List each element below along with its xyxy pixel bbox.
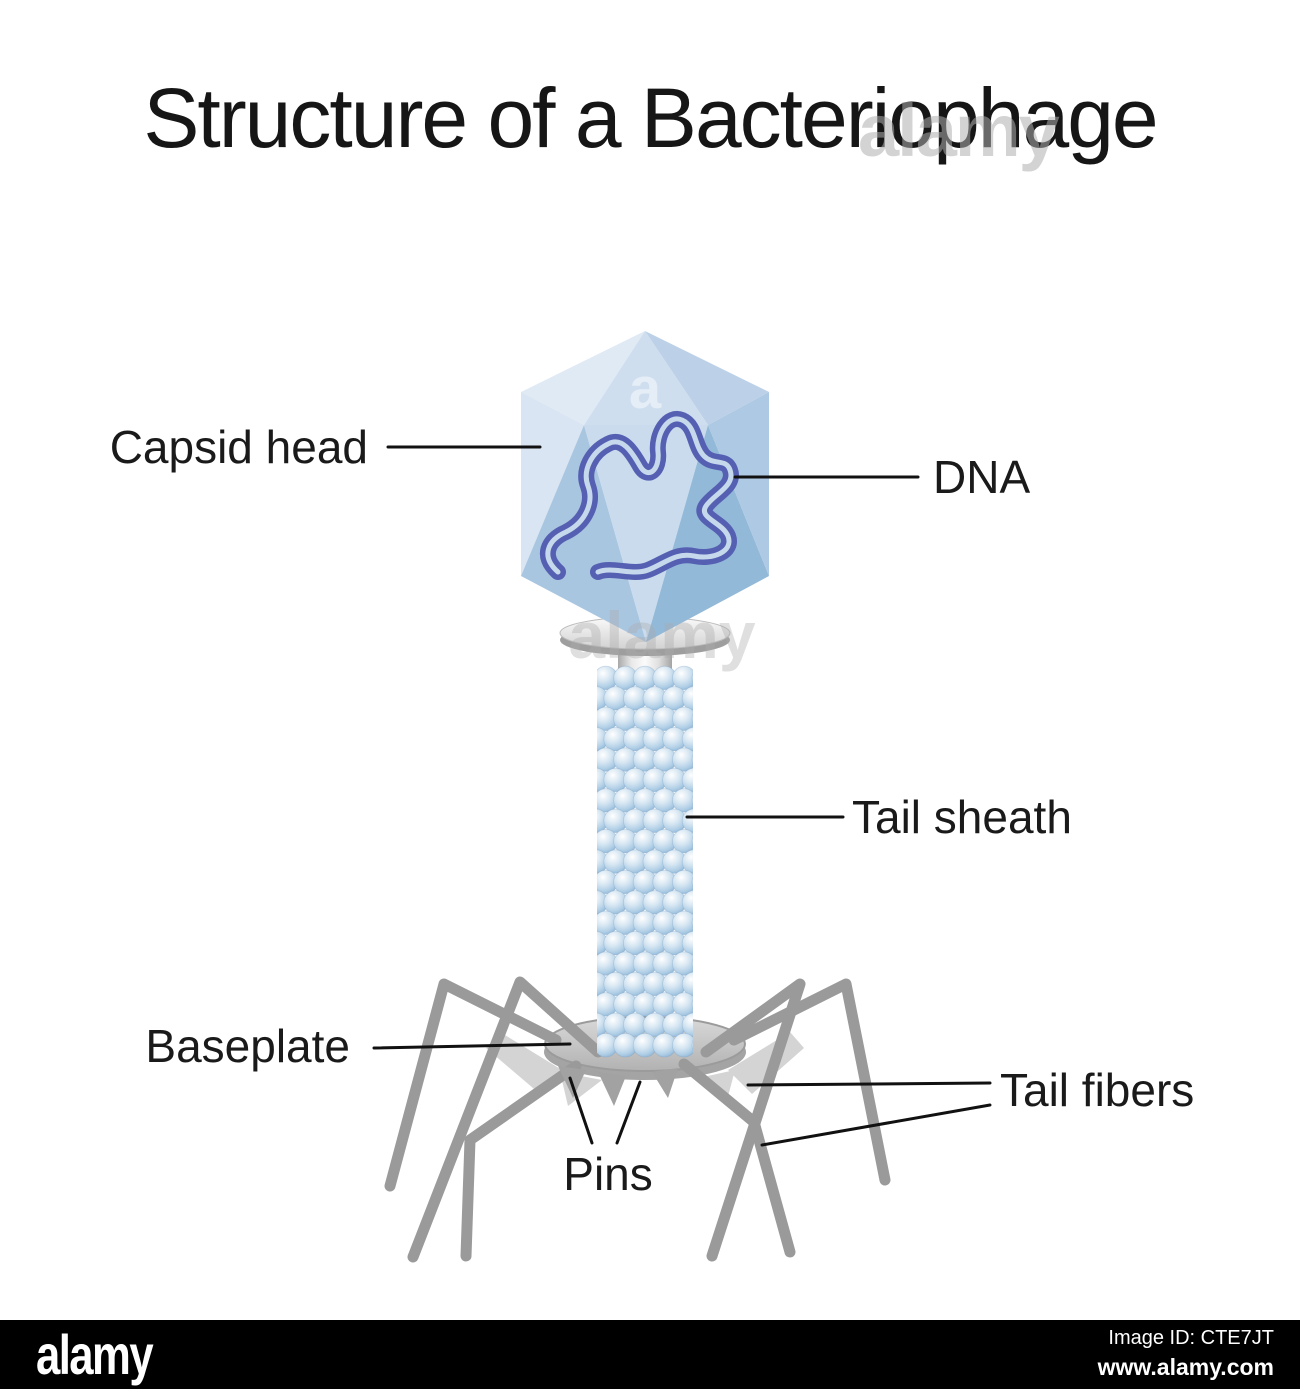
footer-info: Image ID: CTE7JT www.alamy.com bbox=[1098, 1327, 1274, 1381]
label-tail-sheath: Tail sheath bbox=[852, 791, 1072, 843]
sheath-bead bbox=[672, 829, 693, 854]
sheath-bead bbox=[597, 998, 599, 1011]
alamy-watermark-head: a bbox=[629, 356, 662, 421]
sheath-bead bbox=[681, 931, 693, 956]
website-text: www.alamy.com bbox=[1097, 1354, 1274, 1380]
sheath-bead bbox=[597, 917, 599, 929]
label-baseplate: Baseplate bbox=[145, 1020, 350, 1072]
sheath-bead bbox=[681, 767, 693, 793]
sheath-bead bbox=[691, 835, 693, 847]
sheath-bead bbox=[672, 788, 693, 813]
tail-fiber bbox=[460, 1060, 582, 1262]
leader-pin-left bbox=[568, 1076, 594, 1145]
sheath-bead bbox=[597, 835, 599, 847]
sheath-bead bbox=[681, 971, 693, 997]
sheath-bead bbox=[691, 672, 693, 684]
tail-fiber bbox=[678, 1058, 796, 1258]
image-id-text: Image ID: CTE7JT bbox=[1108, 1327, 1274, 1349]
sheath-bead bbox=[691, 917, 693, 929]
sheath-bead bbox=[681, 686, 693, 711]
label-tail-fibers: Tail fibers bbox=[1000, 1064, 1195, 1116]
page-title: Structure of a Bacteriophage bbox=[143, 71, 1158, 165]
tail-fiber bbox=[728, 978, 891, 1186]
leader-pin-right bbox=[615, 1080, 642, 1145]
sheath-bead bbox=[681, 727, 693, 752]
alamy-footer-bar: alamy Image ID: CTE7JT www.alamy.com bbox=[0, 1320, 1300, 1389]
sheath-bead bbox=[672, 992, 693, 1017]
leader-lines bbox=[372, 445, 992, 1147]
leader-baseplate bbox=[372, 1042, 572, 1050]
tail-fiber bbox=[384, 978, 562, 1192]
sheath-bead bbox=[597, 753, 599, 766]
label-dna: DNA bbox=[933, 451, 1031, 503]
sheath-bead bbox=[691, 753, 693, 766]
sheath-bead bbox=[691, 876, 693, 888]
sheath-bead bbox=[597, 876, 599, 888]
tail-fiber bbox=[700, 978, 806, 1262]
dna-strand bbox=[539, 411, 739, 580]
sheath-bead bbox=[681, 1012, 693, 1037]
label-capsid-head: Capsid head bbox=[109, 421, 368, 473]
label-pins: Pins bbox=[563, 1148, 653, 1200]
sheath-bead bbox=[691, 998, 693, 1011]
alamy-watermark-collar: alamy bbox=[568, 598, 755, 672]
tail-sheath bbox=[597, 665, 693, 1058]
sheath-bead bbox=[691, 794, 693, 807]
sheath-bead bbox=[691, 1039, 693, 1051]
sheath-bead bbox=[691, 713, 693, 725]
leader-tail-fiber-lower bbox=[760, 1103, 992, 1147]
leader-tail-fiber-upper bbox=[746, 1081, 992, 1087]
sheath-bead bbox=[597, 957, 599, 970]
alamy-logo: alamy bbox=[36, 1323, 154, 1386]
sheath-bead bbox=[672, 665, 693, 691]
tail-fiber bbox=[407, 976, 604, 1263]
sheath-bead bbox=[672, 951, 693, 976]
sheath-bead bbox=[681, 849, 693, 874]
sheath-bead bbox=[672, 869, 693, 895]
sheath-bead bbox=[597, 713, 599, 725]
sheath-bead bbox=[681, 890, 693, 915]
sheath-bead bbox=[681, 808, 693, 833]
sheath-bead bbox=[672, 747, 693, 772]
tail-fibers bbox=[384, 976, 891, 1263]
sheath-bead bbox=[672, 910, 693, 935]
capsid-head bbox=[521, 331, 769, 642]
sheath-bead bbox=[672, 1033, 693, 1058]
sheath-bead bbox=[597, 794, 599, 807]
sheath-bead bbox=[691, 957, 693, 970]
sheath-bead bbox=[672, 706, 693, 731]
